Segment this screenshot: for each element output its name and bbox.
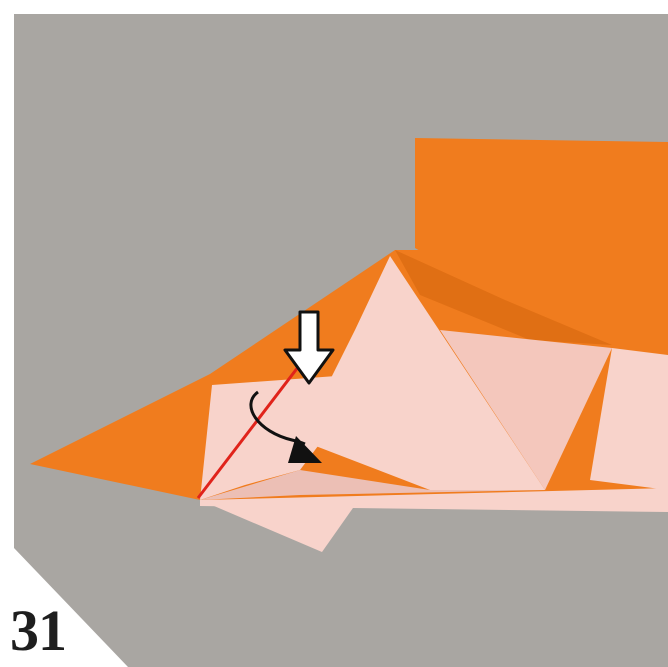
step-number: 31: [10, 602, 66, 660]
